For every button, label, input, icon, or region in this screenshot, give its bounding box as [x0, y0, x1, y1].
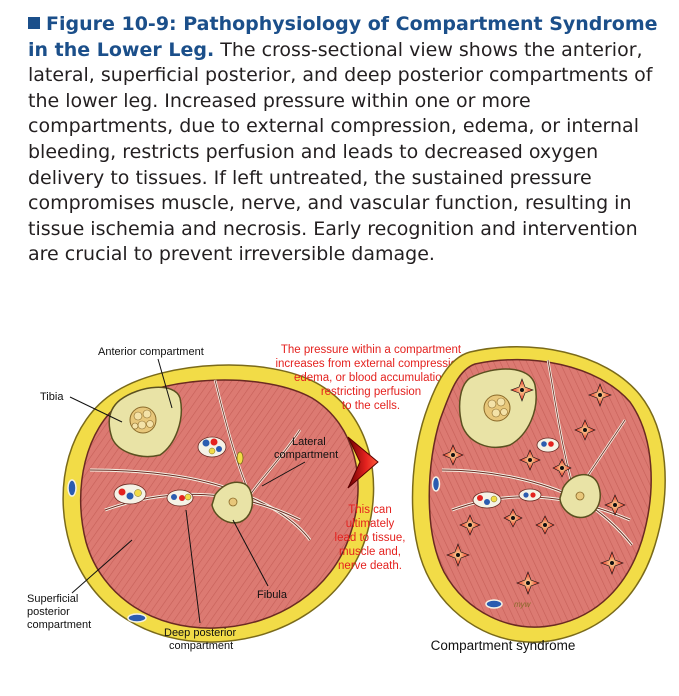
figure-description: The cross-sectional view shows the anter…	[28, 38, 653, 266]
tibia-marrow	[129, 406, 157, 434]
red-text-line-3: edema, or blood accumulation	[294, 372, 448, 384]
red-text-line-2: increases from external compression,	[275, 358, 466, 370]
label-tibia: Tibia	[40, 391, 64, 403]
red-text-line-1: The pressure within a compartment	[281, 344, 462, 356]
outcome-explanation: This can ultimately lead to tissue, musc…	[335, 504, 406, 572]
outcome-line-2: ultimately	[346, 518, 395, 530]
anterior-neurovascular-bundle	[197, 436, 227, 458]
peroneal-bundle	[166, 489, 194, 507]
outcome-line-1: This can	[348, 504, 391, 516]
figure-title: Figure 10-9: Pathophysiology of Compartm…	[28, 13, 658, 61]
anatomy-labels: Anterior compartment Tibia Lateral compa…	[27, 346, 338, 652]
posterior-tibial-bundle	[113, 483, 147, 505]
label-superficial-3: compartment	[27, 619, 91, 631]
outcome-line-4: muscle and,	[339, 546, 401, 558]
normal-leg-cross-section	[62, 364, 375, 643]
artist-signature: myw	[514, 600, 532, 609]
label-superficial-1: Superficial	[27, 593, 78, 605]
pressure-burst-icons	[442, 378, 626, 595]
compressed-bundles	[472, 437, 560, 509]
label-deep-posterior-1: Deep posterior	[164, 627, 236, 639]
figure-caption: Figure 10-9: Pathophysiology of Compartm…	[28, 12, 658, 268]
pressure-explanation: The pressure within a compartment increa…	[275, 344, 466, 412]
compartment-syndrome-cross-section: myw	[411, 346, 666, 643]
outcome-line-5: nerve death.	[338, 560, 402, 572]
label-lateral-2: compartment	[274, 449, 338, 461]
red-text-line-4: restricting perfusion	[321, 386, 421, 398]
red-text-line-5: to the cells.	[342, 400, 400, 412]
small-saphenous-vein	[127, 613, 147, 623]
tibia-marrow-right	[483, 394, 511, 422]
label-anterior-compartment: Anterior compartment	[98, 346, 204, 358]
label-compartment-syndrome: Compartment syndrome	[431, 638, 576, 653]
label-lateral-1: Lateral	[292, 436, 326, 448]
progression-arrow-icon	[347, 436, 379, 489]
label-fibula: Fibula	[257, 589, 288, 601]
bullet-square-icon	[28, 17, 40, 29]
label-superficial-2: posterior	[27, 606, 70, 618]
saphenous-vein	[67, 479, 77, 497]
outcome-line-3: lead to tissue,	[335, 532, 406, 544]
label-deep-posterior-2: compartment	[169, 640, 233, 652]
